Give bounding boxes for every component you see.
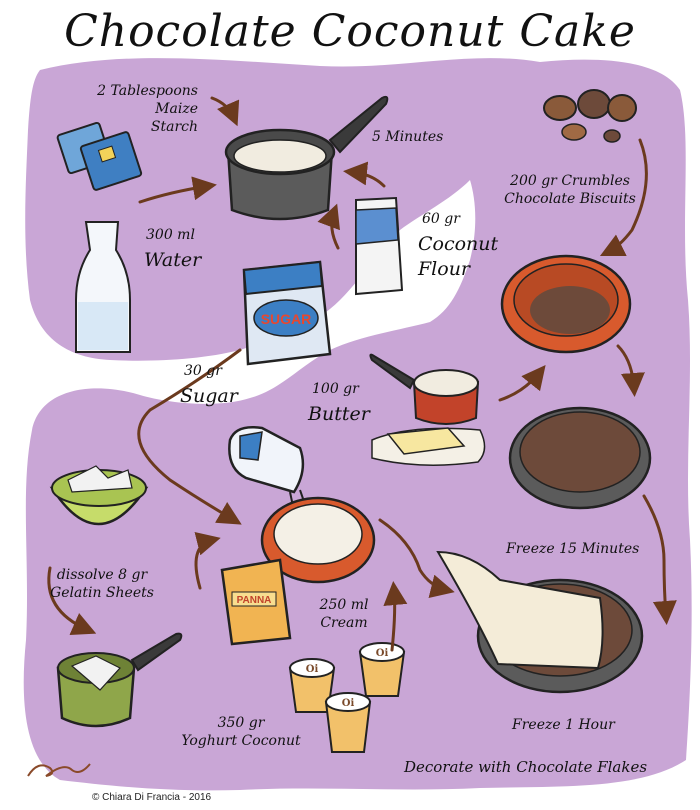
yoghurt-label: 350 gr Yoghurt Coconut [181, 715, 301, 749]
gelatin-bowl [49, 465, 149, 526]
yoghurt-cup-label-1: Oi [306, 664, 319, 675]
sugar-bag-label: SUGAR [261, 311, 312, 327]
cream-label: 250 ml Cream [319, 597, 369, 631]
butter-block [371, 427, 486, 466]
final-cake-pan [436, 550, 644, 694]
coconut-flour-label: Coconut Flour [418, 233, 499, 280]
yoghurt-cup-label-2: Oi [376, 648, 389, 659]
water-carafe [75, 221, 131, 353]
gelatin-pot [56, 632, 183, 728]
butter-pot [369, 353, 480, 425]
water-label: Water [144, 249, 202, 271]
cooking-pot [224, 95, 389, 221]
butter-quantity-label: 100 gr [312, 381, 359, 397]
biscuits-label: 200 gr Crumbles Chocolate Biscuits [504, 173, 636, 207]
crumbs-bowl [500, 254, 632, 354]
freeze-1-hour-label: Freeze 1 Hour [512, 717, 615, 733]
coconut-flour-quantity-label: 60 gr [422, 211, 460, 227]
maize-starch-packets [56, 121, 143, 191]
decorate-label: Decorate with Chocolate Flakes [404, 758, 648, 776]
cream-carton [220, 558, 292, 646]
copyright-notice: © Chiara Di Francia - 2016 [92, 792, 212, 803]
sugar-bag [242, 260, 332, 366]
mixing-bowl [260, 496, 376, 584]
five-minutes-label: 5 Minutes [372, 129, 444, 145]
maize-starch-label: 2 Tablespoons Maize Starch [97, 83, 198, 135]
coconut-flour-bag [355, 196, 404, 296]
yoghurt-cup-label-3: Oi [342, 698, 355, 709]
freeze-15-minutes-label: Freeze 15 Minutes [506, 541, 640, 557]
gelatin-label: dissolve 8 gr Gelatin Sheets [50, 567, 154, 601]
recipe-title: Chocolate Coconut Cake [64, 6, 636, 57]
artist-signature [27, 763, 91, 777]
butter-label: Butter [308, 403, 370, 425]
cake-pan-base [508, 406, 652, 510]
flow-arrows [47, 96, 677, 652]
sugar-label: Sugar [180, 385, 238, 407]
chocolate-biscuits [543, 89, 637, 143]
panna-label: PANNA [237, 595, 272, 606]
sugar-quantity-label: 30 gr [184, 363, 222, 379]
water-quantity-label: 300 ml [146, 227, 195, 243]
